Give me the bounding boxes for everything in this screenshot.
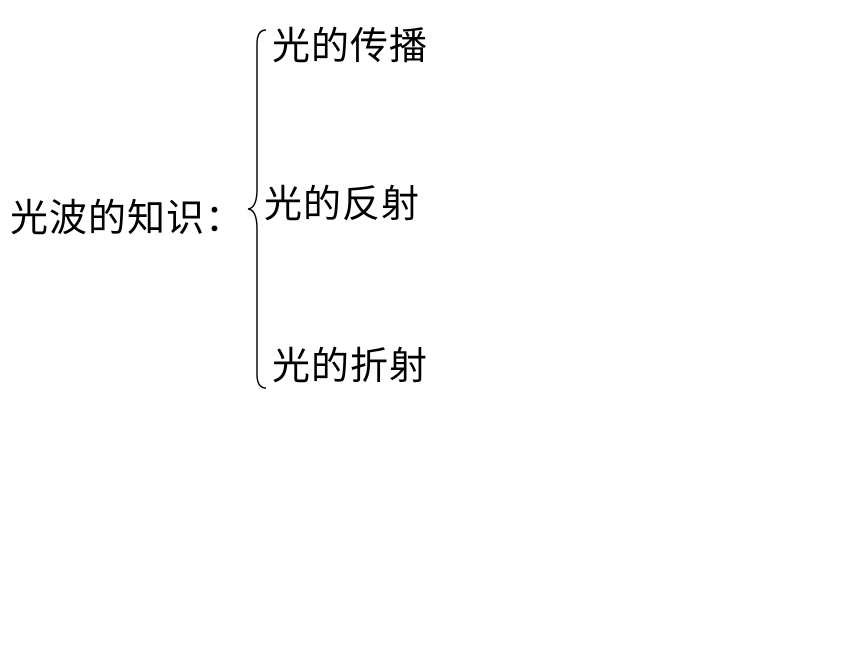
curly-brace <box>247 29 267 389</box>
branch-reflection: 光的反射 <box>264 182 421 226</box>
branch-propagation: 光的传播 <box>272 24 429 68</box>
branch-refraction: 光的折射 <box>272 344 429 388</box>
root-topic-label: 光波的知识： <box>10 196 245 240</box>
